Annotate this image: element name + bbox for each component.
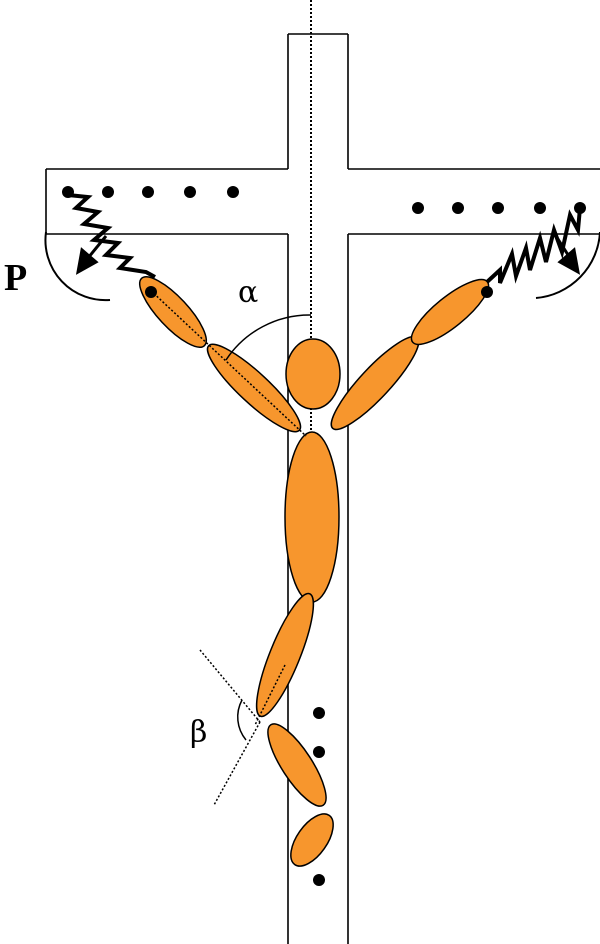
angle-arcs — [225, 314, 312, 741]
beta-arc — [236, 699, 247, 741]
thigh — [255, 592, 315, 718]
head — [285, 338, 341, 410]
foot — [290, 813, 334, 867]
spring-right — [485, 207, 582, 284]
nail-holes-right — [412, 202, 586, 214]
beta-label: β — [190, 715, 207, 750]
force-label: P — [4, 257, 27, 299]
support-arc-left — [44, 231, 111, 302]
limb-axes — [147, 287, 307, 806]
cross — [45, 33, 600, 944]
spring-left — [67, 193, 156, 279]
body-figure — [139, 276, 490, 867]
support-arcs — [44, 231, 600, 302]
nail-holes-left — [62, 186, 239, 198]
shin — [267, 723, 327, 807]
support-arc-right — [535, 231, 600, 299]
forearm-left — [139, 276, 207, 348]
springs — [67, 193, 582, 284]
alpha-label: α — [238, 275, 258, 310]
torso — [284, 431, 340, 603]
force-arrows — [75, 235, 581, 275]
alpha-arc — [225, 314, 312, 361]
nail-points — [145, 286, 493, 298]
forearm-right — [410, 278, 490, 346]
